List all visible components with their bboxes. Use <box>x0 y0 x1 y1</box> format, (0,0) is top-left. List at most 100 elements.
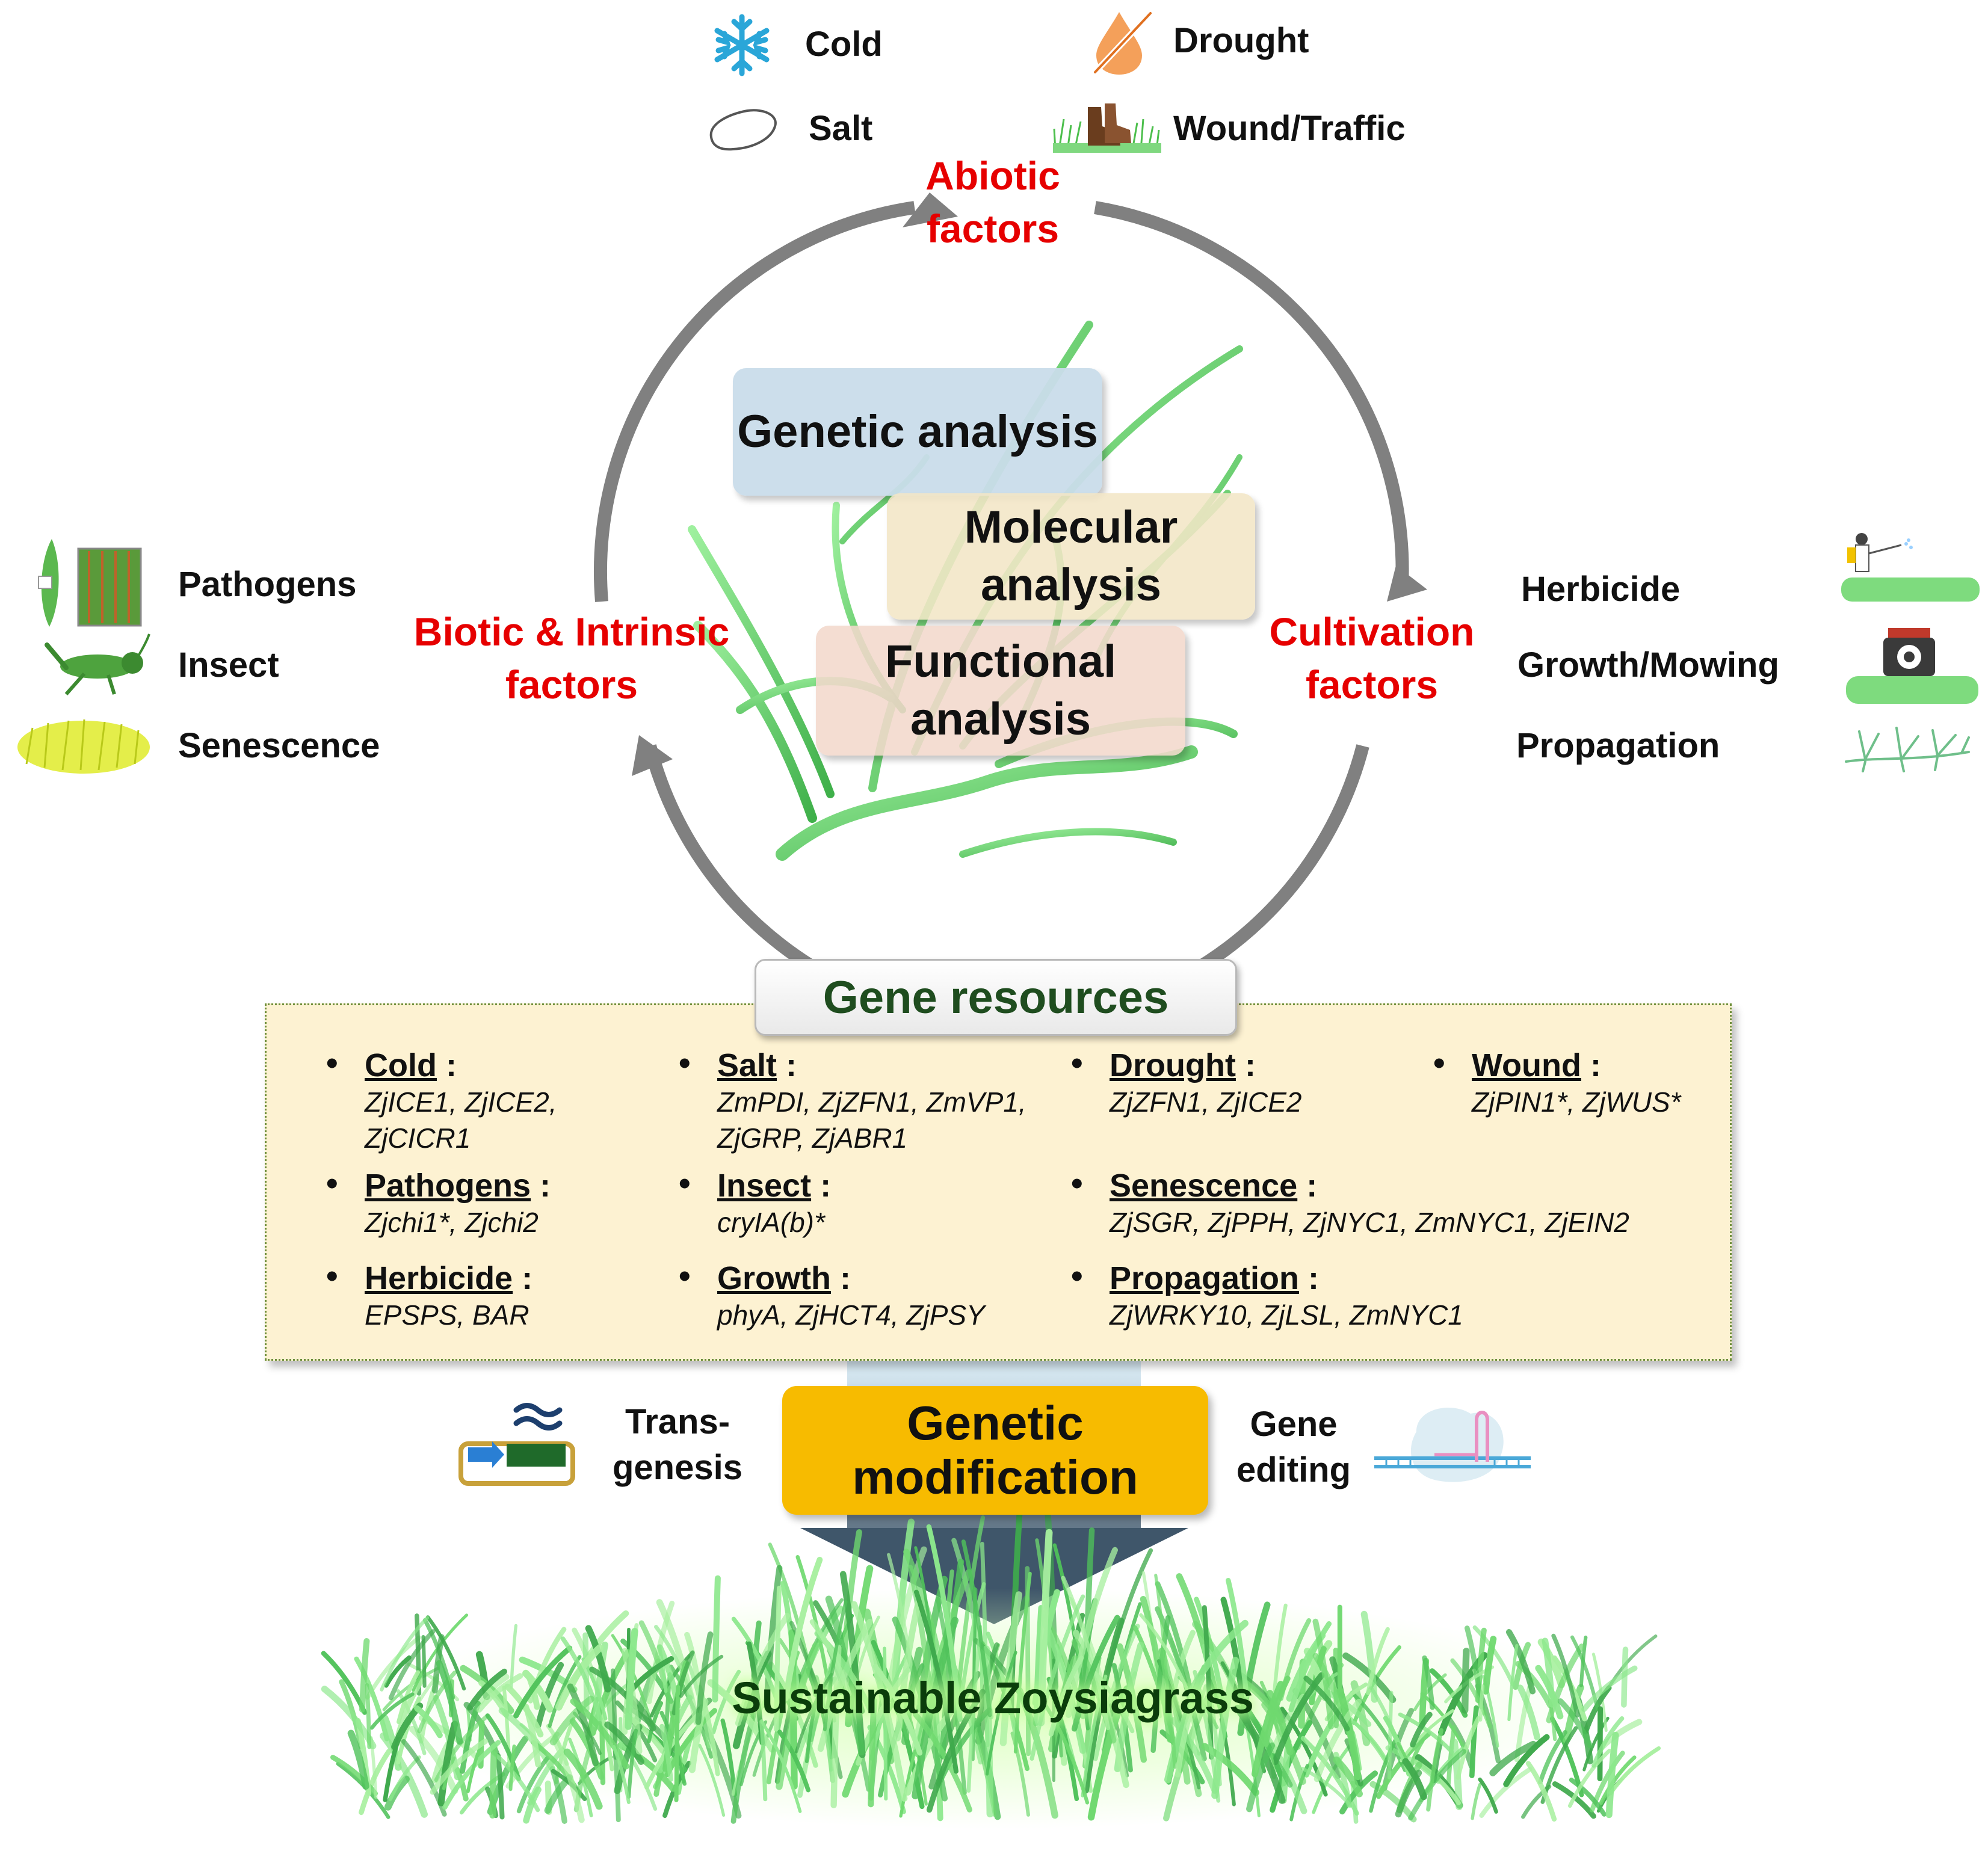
grass-blade <box>999 1591 1022 1746</box>
grass-blade <box>936 1597 967 1795</box>
gene-category-heading: Senescence : <box>1110 1167 1651 1204</box>
grass-blade <box>1489 1740 1537 1776</box>
molecular-analysis-label: Molecular analysis <box>964 502 1178 611</box>
grass-blade <box>1462 1648 1470 1714</box>
grass-blade <box>1569 1778 1607 1817</box>
grass-blade <box>901 1646 923 1745</box>
grass-blade <box>1567 1748 1611 1808</box>
stressor-label-cold: Cold <box>805 25 883 64</box>
grass-blade <box>1065 1547 1118 1718</box>
gene-category-name: Wound <box>1472 1047 1581 1083</box>
gene-list: ZmPDI, ZjZFN1, ZmVP1, ZjGRP, ZjABR1 <box>717 1086 1026 1154</box>
grass-blade <box>907 1565 939 1747</box>
gene-category-name: Growth <box>717 1260 831 1296</box>
gene-category-cold: •Cold :ZjICE1, ZjICE2, ZjCICR1 <box>326 1044 665 1156</box>
bullet-point: • <box>326 1257 338 1295</box>
ring-arc-right <box>1094 201 1409 587</box>
grass-blade <box>489 1742 498 1819</box>
grass-blade <box>712 1575 721 1703</box>
bullet-point: • <box>326 1164 338 1202</box>
gene-category-name: Pathogens <box>365 1168 531 1204</box>
grass-blade <box>414 1705 443 1739</box>
gene-list: ZjPIN1*, ZjWUS* <box>1472 1086 1681 1118</box>
gene-category-wound: •Wound :ZjPIN1*, ZjWUS* <box>1433 1044 1749 1120</box>
grass-blade <box>1150 1615 1171 1753</box>
gene-list: phyA, ZjHCT4, ZjPSY <box>717 1299 985 1331</box>
stressor-label-salt: Salt <box>809 109 873 148</box>
ring-arrowhead-right <box>1387 565 1427 602</box>
gene-category-name: Insect <box>717 1168 812 1204</box>
mower-on-turf-icon <box>1846 628 1978 704</box>
grass-blade <box>851 1601 908 1802</box>
cultivation-factors-title: Cultivation factors <box>1269 609 1475 707</box>
grass-blade <box>563 1748 603 1810</box>
gene-category-heading: Herbicide : <box>365 1260 665 1297</box>
gene-list: Zjchi1*, Zjchi2 <box>365 1207 539 1238</box>
gene-list: ZjICE1, ZjICE2, ZjCICR1 <box>365 1086 557 1154</box>
grass-blade <box>1605 1731 1619 1819</box>
grass-blade <box>417 1671 457 1734</box>
grass-blade <box>495 1753 505 1820</box>
grass-blade <box>1552 1781 1596 1819</box>
gene-category-name: Senescence <box>1110 1168 1298 1204</box>
grass-blade <box>604 1721 644 1765</box>
gene-category-separator: : <box>513 1260 533 1296</box>
grass-blade <box>763 1565 783 1710</box>
grass-blade <box>508 1744 516 1791</box>
gene-category-heading: Cold : <box>365 1047 665 1084</box>
grass-blade <box>1451 1739 1463 1811</box>
stressor-label-drought: Drought <box>1173 21 1309 60</box>
gene-category-drought: •Drought :ZjZFN1, ZjICE2 <box>1071 1044 1446 1120</box>
stressor-label-wound-traffic: Wound/Traffic <box>1173 109 1406 148</box>
grass-blade <box>1398 1712 1454 1755</box>
grass-blade <box>1465 1625 1484 1710</box>
bullet-point: • <box>1071 1164 1083 1202</box>
grass-blade <box>365 1683 372 1749</box>
salt-grain-icon <box>709 109 777 151</box>
grass-blade <box>467 1668 507 1711</box>
molecular-analysis-box: Molecular analysis <box>887 493 1255 620</box>
grass-blade <box>1271 1693 1306 1754</box>
grass-blade <box>659 1723 673 1782</box>
grass-blade <box>1030 1594 1085 1761</box>
grass-blade <box>1300 1767 1353 1808</box>
grass-blade <box>1369 1686 1405 1762</box>
gene-list: ZjZFN1, ZjICE2 <box>1110 1086 1302 1118</box>
grass-blade <box>782 1556 823 1702</box>
grass-blade <box>823 1600 848 1731</box>
gene-category-name: Cold <box>365 1047 437 1083</box>
grass-blade <box>354 1656 389 1742</box>
grass-blade <box>369 1692 415 1730</box>
gene-category-growth: •Growth :phyA, ZjHCT4, ZjPSY <box>679 1257 1054 1333</box>
grass-blade <box>1016 1687 1058 1819</box>
grass-blade <box>1469 1705 1479 1778</box>
genetic-modification-label: Genetic modification <box>852 1396 1138 1504</box>
grass-blade <box>1478 1684 1485 1722</box>
grass-blade <box>397 1670 421 1725</box>
bullet-point: • <box>1071 1044 1083 1082</box>
grass-blade <box>476 1673 523 1713</box>
grass-blade <box>961 1539 992 1717</box>
grass-blade <box>926 1524 963 1722</box>
bullet-point: • <box>679 1257 691 1295</box>
stressor-label-herbicide: Herbicide <box>1521 570 1681 609</box>
stressor-label-pathogens: Pathogens <box>178 565 357 604</box>
grass-blade <box>1515 1660 1554 1708</box>
bullet-point: • <box>1433 1044 1445 1082</box>
grass-blade <box>1426 1728 1443 1812</box>
grass-blade <box>872 1664 923 1756</box>
gene-category-heading: Salt : <box>717 1047 1054 1084</box>
grass-blade <box>926 1689 986 1813</box>
grass-blade <box>1597 1706 1603 1781</box>
gene-resources-panel <box>265 1003 1732 1361</box>
grass-blade <box>442 1740 501 1810</box>
grass-blade <box>523 1786 542 1824</box>
grass-blade <box>1246 1742 1276 1813</box>
grass-blade <box>570 1698 629 1770</box>
grass-blade <box>1351 1720 1387 1760</box>
abiotic-factors-title: Abiotic factors <box>925 153 1060 251</box>
grass-blade <box>552 1739 585 1823</box>
grass-blade <box>436 1660 463 1745</box>
